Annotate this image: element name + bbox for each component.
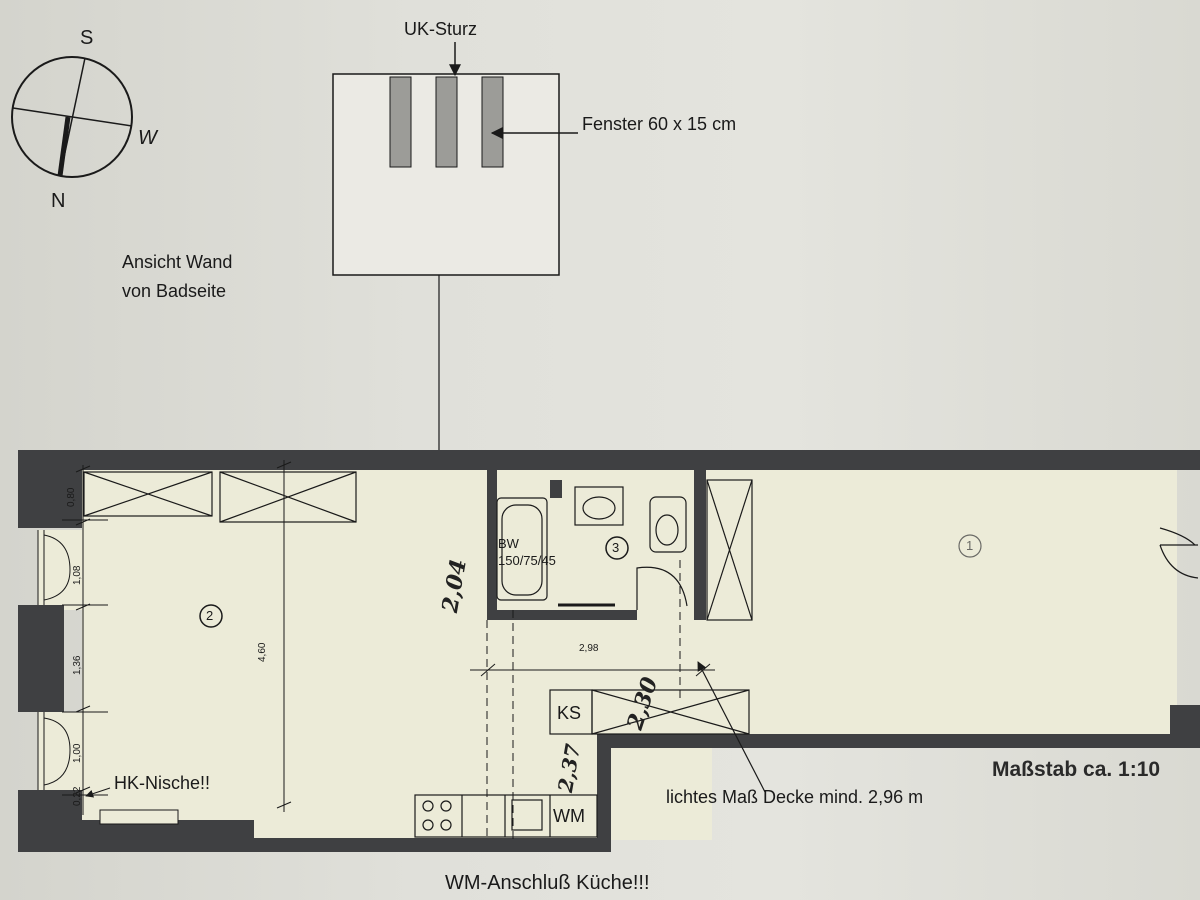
dim-door-bottom: 1,00	[72, 743, 83, 763]
dim-top-left-depth: 0,80	[66, 487, 77, 507]
room2-circle	[199, 604, 223, 628]
bathtub-label-line2: 150/75/45	[498, 553, 556, 568]
scale-note: Maßstab ca. 1:10	[992, 758, 1161, 781]
compass-west: W	[138, 127, 157, 149]
dim-door-top: 1,08	[72, 565, 83, 585]
window-pane-2	[435, 76, 458, 168]
entry-doors	[37, 530, 71, 790]
walls	[18, 450, 1200, 852]
window-pane-3	[481, 76, 504, 168]
room1-number: 1	[966, 538, 974, 553]
wall-elevation	[332, 42, 578, 543]
ceiling-clearance-note: lichtes Maß Decke mind. 2,96 m	[666, 787, 924, 807]
dimension-lines	[62, 460, 766, 815]
room1-door	[1159, 527, 1199, 579]
washer-kitchen-note: WM-Anschluß Küche!!!	[445, 872, 650, 894]
washer-label: WM	[553, 806, 585, 826]
dim-bottom-gap: 0,22	[72, 786, 83, 806]
room1-circle	[958, 534, 982, 558]
wardrobes	[83, 471, 753, 735]
elevation-title-line1: Ansicht Wand	[122, 252, 233, 272]
radiator-niche-note: HK-Nische!!	[114, 773, 211, 793]
bathtub-label-line1: BW	[498, 536, 519, 551]
compass-south: S	[80, 27, 94, 49]
radiator-niche	[99, 809, 179, 825]
elevation-title-line2: von Badseite	[122, 281, 227, 301]
window-label: Fenster 60 x 15 cm	[582, 114, 737, 134]
dim-room-depth: 4,60	[257, 642, 268, 662]
compass-north: N	[51, 190, 66, 212]
room2-number: 2	[206, 608, 214, 623]
window-pane-1	[389, 76, 412, 168]
bathroom-fixtures	[496, 486, 688, 610]
compass-rose	[11, 56, 133, 178]
kitchen-fixtures	[414, 689, 598, 838]
room3-circle	[605, 536, 629, 560]
room3-number: 3	[612, 540, 620, 555]
dashed-guides	[486, 560, 681, 840]
dim-hallway-width: 2,98	[579, 643, 599, 654]
fridge-label: KS	[557, 703, 582, 723]
lintel-label: UK-Sturz	[404, 19, 478, 39]
dim-wall-middle: 1,36	[72, 655, 83, 675]
